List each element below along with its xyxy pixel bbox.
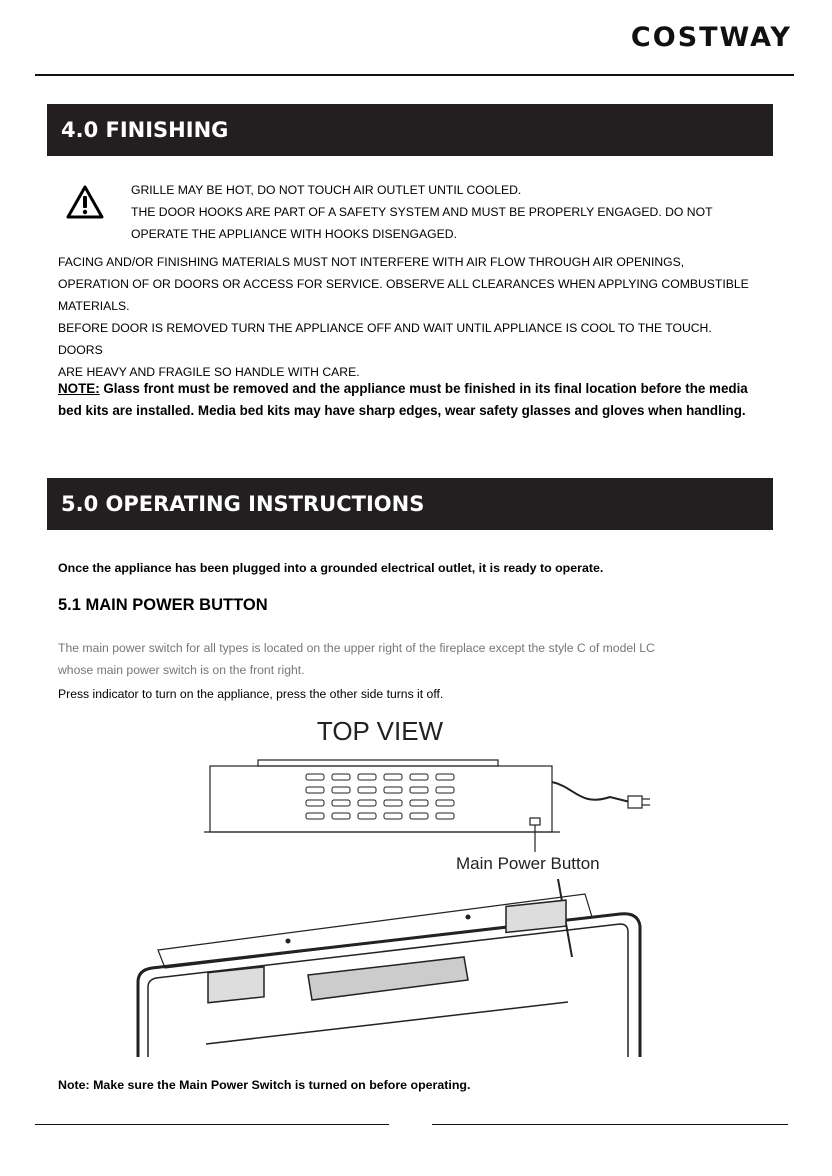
paragraph-line: whose main power switch is on the front … xyxy=(58,663,305,677)
note-label: NOTE: xyxy=(58,381,100,396)
top-view-unit xyxy=(204,759,650,833)
paragraph-line: ARE HEAVY AND FRAGILE SO HANDLE WITH CAR… xyxy=(58,365,360,379)
paragraph-line: OPERATION OF OR DOORS OR ACCESS FOR SERV… xyxy=(58,277,749,291)
footer-rule-left xyxy=(35,1124,389,1125)
section-4-title: 4.0 FINISHING xyxy=(47,104,773,156)
warning-triangle-icon xyxy=(66,185,104,219)
subsection-title: 5.1 MAIN POWER BUTTON xyxy=(58,596,268,614)
section-5-title: 5.0 OPERATING INSTRUCTIONS xyxy=(47,478,773,530)
paragraph-line: BEFORE DOOR IS REMOVED TURN THE APPLIANC… xyxy=(58,321,712,357)
header-rule xyxy=(35,74,794,76)
warning-line: THE DOOR HOOKS ARE PART OF A SAFETY SYST… xyxy=(131,205,713,219)
main-power-button-label: Main Power Button xyxy=(456,854,600,873)
press-instruction: Press indicator to turn on the appliance… xyxy=(58,687,444,701)
top-view-label: TOP VIEW xyxy=(317,716,444,746)
fireplace-front xyxy=(136,893,642,1057)
warning-line: OPERATE THE APPLIANCE WITH HOOKS DISENGA… xyxy=(131,227,457,241)
paragraph-line: FACING AND/OR FINISHING MATERIALS MUST N… xyxy=(58,255,685,269)
finishing-instructions: FACING AND/OR FINISHING MATERIALS MUST N… xyxy=(58,251,758,383)
bottom-note: Note: Make sure the Main Power Switch is… xyxy=(58,1078,471,1092)
fireplace-diagram: TOP VIEW Main Power Button xyxy=(136,716,650,1057)
note-paragraph: NOTE: Glass front must be removed and th… xyxy=(58,378,768,422)
vent-slots xyxy=(305,773,455,820)
paragraph-line: The main power switch for all types is l… xyxy=(58,641,655,655)
operating-intro: Once the appliance has been plugged into… xyxy=(58,561,604,575)
power-switch-location: The main power switch for all types is l… xyxy=(58,637,758,681)
footer-rule-right xyxy=(432,1124,788,1125)
brand-logo: COSTWAY xyxy=(630,22,792,53)
warning-line: GRILLE MAY BE HOT, DO NOT TOUCH AIR OUTL… xyxy=(131,183,522,197)
note-text: Glass front must be removed and the appl… xyxy=(58,381,748,418)
paragraph-line: MATERIALS. xyxy=(58,299,130,313)
warning-text: GRILLE MAY BE HOT, DO NOT TOUCH AIR OUTL… xyxy=(131,179,751,245)
